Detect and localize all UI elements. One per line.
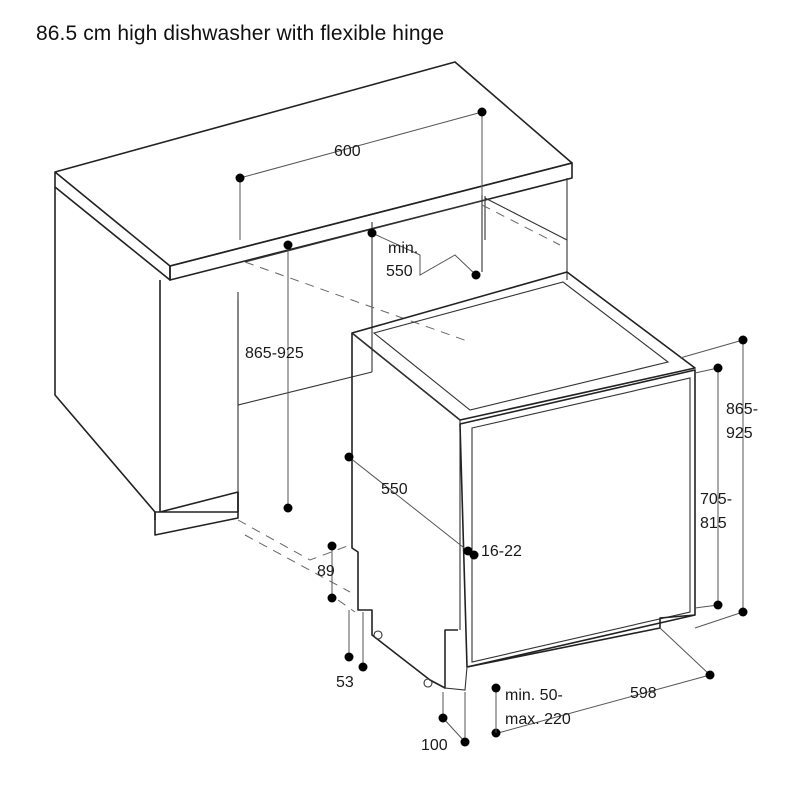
dim-dot	[738, 607, 748, 617]
label-door-height-line2: 815	[700, 515, 727, 532]
label-plinth-recess: 89	[317, 563, 335, 580]
dimension-labels: 600 865-925 min. 550 865- 925 705- 815 5…	[245, 143, 758, 754]
dim-dot	[738, 335, 748, 345]
page-title: 86.5 cm high dishwasher with flexible hi…	[36, 22, 445, 45]
dim-dot	[327, 593, 337, 603]
countertop-top	[54, 61, 573, 267]
dim-dot	[327, 541, 337, 551]
dishwasher	[351, 271, 696, 691]
dim-dot	[705, 670, 715, 680]
label-clearance-line1: min. 50-	[505, 687, 563, 704]
dishwasher-side	[351, 333, 458, 689]
dim-dot	[471, 270, 481, 280]
dim-dot	[283, 503, 293, 513]
dim-dot	[344, 452, 354, 462]
dim-dot	[460, 737, 470, 747]
dim-dot	[283, 240, 293, 250]
label-appliance-width: 598	[630, 685, 657, 702]
label-cabinet-width: 600	[334, 143, 361, 160]
dim-dot	[235, 173, 245, 183]
dim-dot	[344, 652, 354, 662]
label-appliance-height-line2: 925	[726, 425, 753, 442]
cabinet-front-panel	[155, 280, 239, 513]
dim-dot	[367, 228, 377, 238]
countertop-side	[54, 172, 171, 281]
label-clearance-line2: max. 220	[505, 711, 571, 728]
dim-dot	[491, 683, 501, 693]
label-plinth-depth: 100	[421, 737, 448, 754]
kitchen-cabinet	[54, 61, 573, 536]
dishwasher-plinth	[466, 614, 696, 668]
label-cabinet-depth-min: min.	[388, 240, 418, 257]
countertop-front	[169, 162, 573, 281]
label-door-thickness: 16-22	[481, 543, 522, 560]
dim-dot	[358, 662, 368, 672]
label-appliance-height-line1: 865-	[726, 401, 758, 418]
label-cabinet-depth-value: 550	[386, 263, 413, 280]
label-foot-offset: 53	[336, 674, 354, 691]
dim-dot	[713, 600, 723, 610]
label-appliance-depth: 550	[381, 481, 408, 498]
cabinet-left-side	[54, 187, 156, 520]
label-door-height-line1: 705-	[700, 491, 732, 508]
dim-dot	[469, 550, 479, 560]
dim-dot	[713, 363, 723, 373]
dim-dot	[477, 107, 487, 117]
dishwasher-top	[351, 271, 696, 421]
dimension-lines	[235, 107, 748, 747]
cabinet-plinth	[154, 492, 239, 536]
label-cabinet-height: 865-925	[245, 345, 304, 362]
dim-dot	[438, 713, 448, 723]
